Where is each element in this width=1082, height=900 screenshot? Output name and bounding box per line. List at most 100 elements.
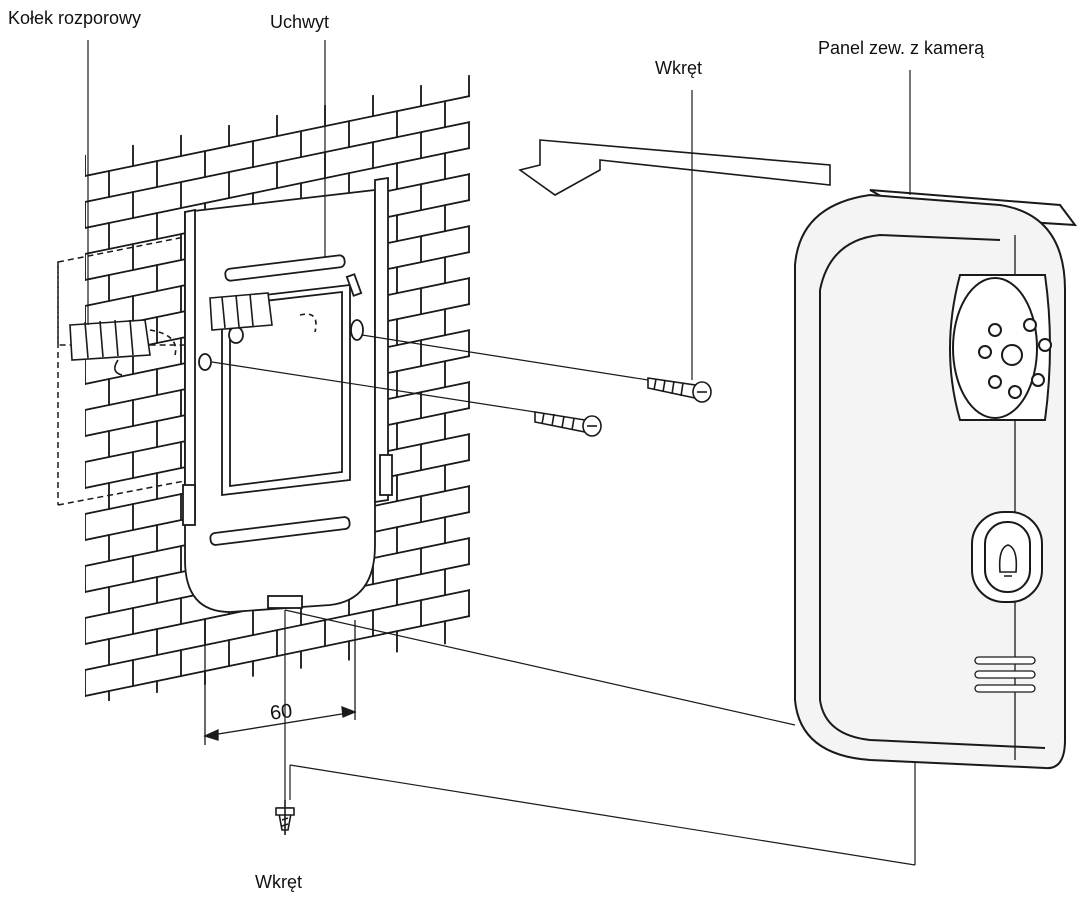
- brick: [156, 670, 206, 705]
- brick: [181, 796, 229, 832]
- brick: [541, 747, 589, 783]
- brick: [493, 289, 541, 325]
- brick: [493, 497, 541, 533]
- brick: [445, 767, 493, 803]
- brick: [444, 402, 470, 441]
- brick: [85, 868, 133, 895]
- brick: [205, 765, 253, 801]
- brick: [324, 661, 374, 700]
- brick: [301, 849, 349, 885]
- brick: [541, 695, 589, 731]
- brick: [517, 362, 565, 398]
- bell-icon: [998, 544, 1018, 577]
- brick: [541, 591, 589, 627]
- brick: [541, 71, 589, 107]
- anchor-left: [69, 319, 177, 376]
- brick: [252, 650, 302, 689]
- brick: [468, 371, 470, 410]
- brick: [444, 454, 470, 493]
- brick: [37, 878, 85, 895]
- dimension-label: 60: [269, 700, 294, 725]
- brick: [325, 818, 373, 854]
- brick: [109, 785, 157, 821]
- brick: [444, 558, 470, 597]
- brick: [37, 774, 85, 810]
- leader-lines: [87, 40, 911, 380]
- brick: [517, 466, 565, 502]
- brick: [157, 775, 205, 811]
- brick: [517, 258, 565, 294]
- label-screw-top: Wkręt: [655, 58, 702, 78]
- brick: [85, 669, 86, 705]
- brick: [397, 777, 445, 813]
- brick: [468, 683, 470, 705]
- brick: [61, 847, 109, 883]
- brick: [444, 142, 470, 181]
- brick: [517, 102, 565, 138]
- brick: [61, 743, 109, 779]
- brick: [541, 227, 589, 263]
- brick: [349, 839, 397, 875]
- brick: [133, 754, 181, 790]
- brick: [157, 723, 205, 759]
- brick: [444, 350, 470, 389]
- brick: [301, 797, 349, 833]
- brick: [421, 798, 469, 834]
- brick: [85, 253, 86, 291]
- direction-arrow-icon: [518, 139, 831, 196]
- brick: [444, 90, 470, 129]
- brick: [133, 858, 181, 894]
- brick: [468, 423, 470, 462]
- brick: [373, 808, 421, 844]
- label-screw-bottom: Wkręt: [255, 872, 302, 892]
- brick: [445, 819, 493, 855]
- brick: [541, 799, 589, 835]
- brick: [229, 838, 277, 874]
- screw-middle: [534, 411, 602, 437]
- brick: [444, 194, 470, 233]
- brick: [85, 617, 86, 655]
- brick: [229, 786, 277, 822]
- anchor-right: [209, 292, 317, 333]
- brick: [349, 787, 397, 823]
- brick: [541, 487, 589, 523]
- brick: [493, 601, 541, 637]
- brick: [468, 319, 470, 358]
- brick: [493, 237, 541, 273]
- brick: [517, 570, 565, 606]
- brick: [517, 518, 565, 554]
- brick: [397, 829, 445, 865]
- brick: [181, 744, 229, 780]
- brick: [517, 622, 565, 658]
- brick: [517, 50, 565, 86]
- brick: [469, 736, 517, 772]
- label-anchor: Kołek rozporowy: [8, 8, 142, 28]
- brick: [300, 640, 350, 679]
- brick: [444, 246, 470, 285]
- brick: [205, 817, 253, 853]
- mounting-bracket: [182, 176, 393, 613]
- brick: [85, 816, 133, 852]
- brick: [373, 756, 421, 792]
- brick: [397, 725, 445, 761]
- brick: [517, 726, 565, 762]
- brick: [468, 267, 470, 306]
- brick: [421, 746, 469, 782]
- brick: [493, 549, 541, 585]
- brick: [468, 631, 470, 670]
- brick: [468, 111, 470, 150]
- brick: [493, 81, 541, 117]
- brick: [325, 714, 373, 750]
- brick: [205, 869, 253, 895]
- label-bracket: Uchwyt: [270, 12, 330, 32]
- brick: [348, 682, 398, 705]
- screws: [275, 377, 712, 835]
- brick: [61, 795, 109, 831]
- brick: [444, 298, 470, 337]
- brick: [229, 734, 277, 770]
- brick: [444, 662, 470, 701]
- brick: [517, 674, 565, 710]
- brick: [85, 690, 110, 705]
- screw-top: [647, 377, 712, 403]
